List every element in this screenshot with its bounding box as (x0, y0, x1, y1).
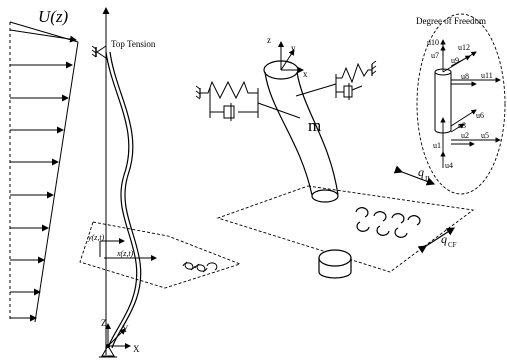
dof-u10: u10 (427, 38, 439, 47)
dof-u6: u6 (476, 111, 484, 120)
dof-u7: u7 (431, 51, 439, 60)
z-mid-label: z (267, 35, 271, 45)
dof-title: Degree of Freedom (416, 16, 486, 26)
dof-u12: u12 (458, 43, 470, 52)
y-mid-label: y (291, 43, 296, 53)
z-bottom-label: Z (101, 318, 107, 328)
dof-u9: u9 (451, 56, 459, 65)
dof-u3: u3 (458, 121, 466, 130)
q-il-sub: IL (425, 175, 432, 183)
pipe-section: z y x m q IL q (195, 35, 475, 279)
dof-u11: u11 (481, 71, 493, 80)
uz-label: U(z) (38, 7, 69, 26)
vortices-left (182, 261, 218, 273)
q-cf-label: q (441, 232, 447, 246)
dof-diagram: Degree of Freedom u10 u7 u12 u9 u8 u11 u… (416, 13, 506, 195)
dof-u1: u1 (433, 141, 441, 150)
q-cf-sub: CF (448, 241, 457, 249)
x-bottom-label: X (133, 344, 140, 354)
x-zt-label: x(z,t) (116, 249, 134, 258)
dof-u5: u5 (481, 131, 489, 140)
left-riser: Top Tension Z Y X y(z,t) x(z,t) (79, 7, 242, 358)
dof-u8: u8 (461, 72, 469, 81)
current-profile: U(z) (9, 7, 79, 323)
mass-label: m (308, 116, 321, 135)
dof-u4: u4 (445, 161, 453, 170)
q-il-label: q (418, 165, 424, 179)
y-zt-label: y(z,t) (87, 233, 105, 242)
current-arrows (9, 29, 77, 322)
vortices-mid (355, 207, 421, 238)
top-tension-label: Top Tension (111, 39, 156, 49)
dof-u2: u2 (461, 131, 469, 140)
x-mid-label: x (303, 69, 308, 79)
y-bottom-label: Y (122, 324, 129, 334)
